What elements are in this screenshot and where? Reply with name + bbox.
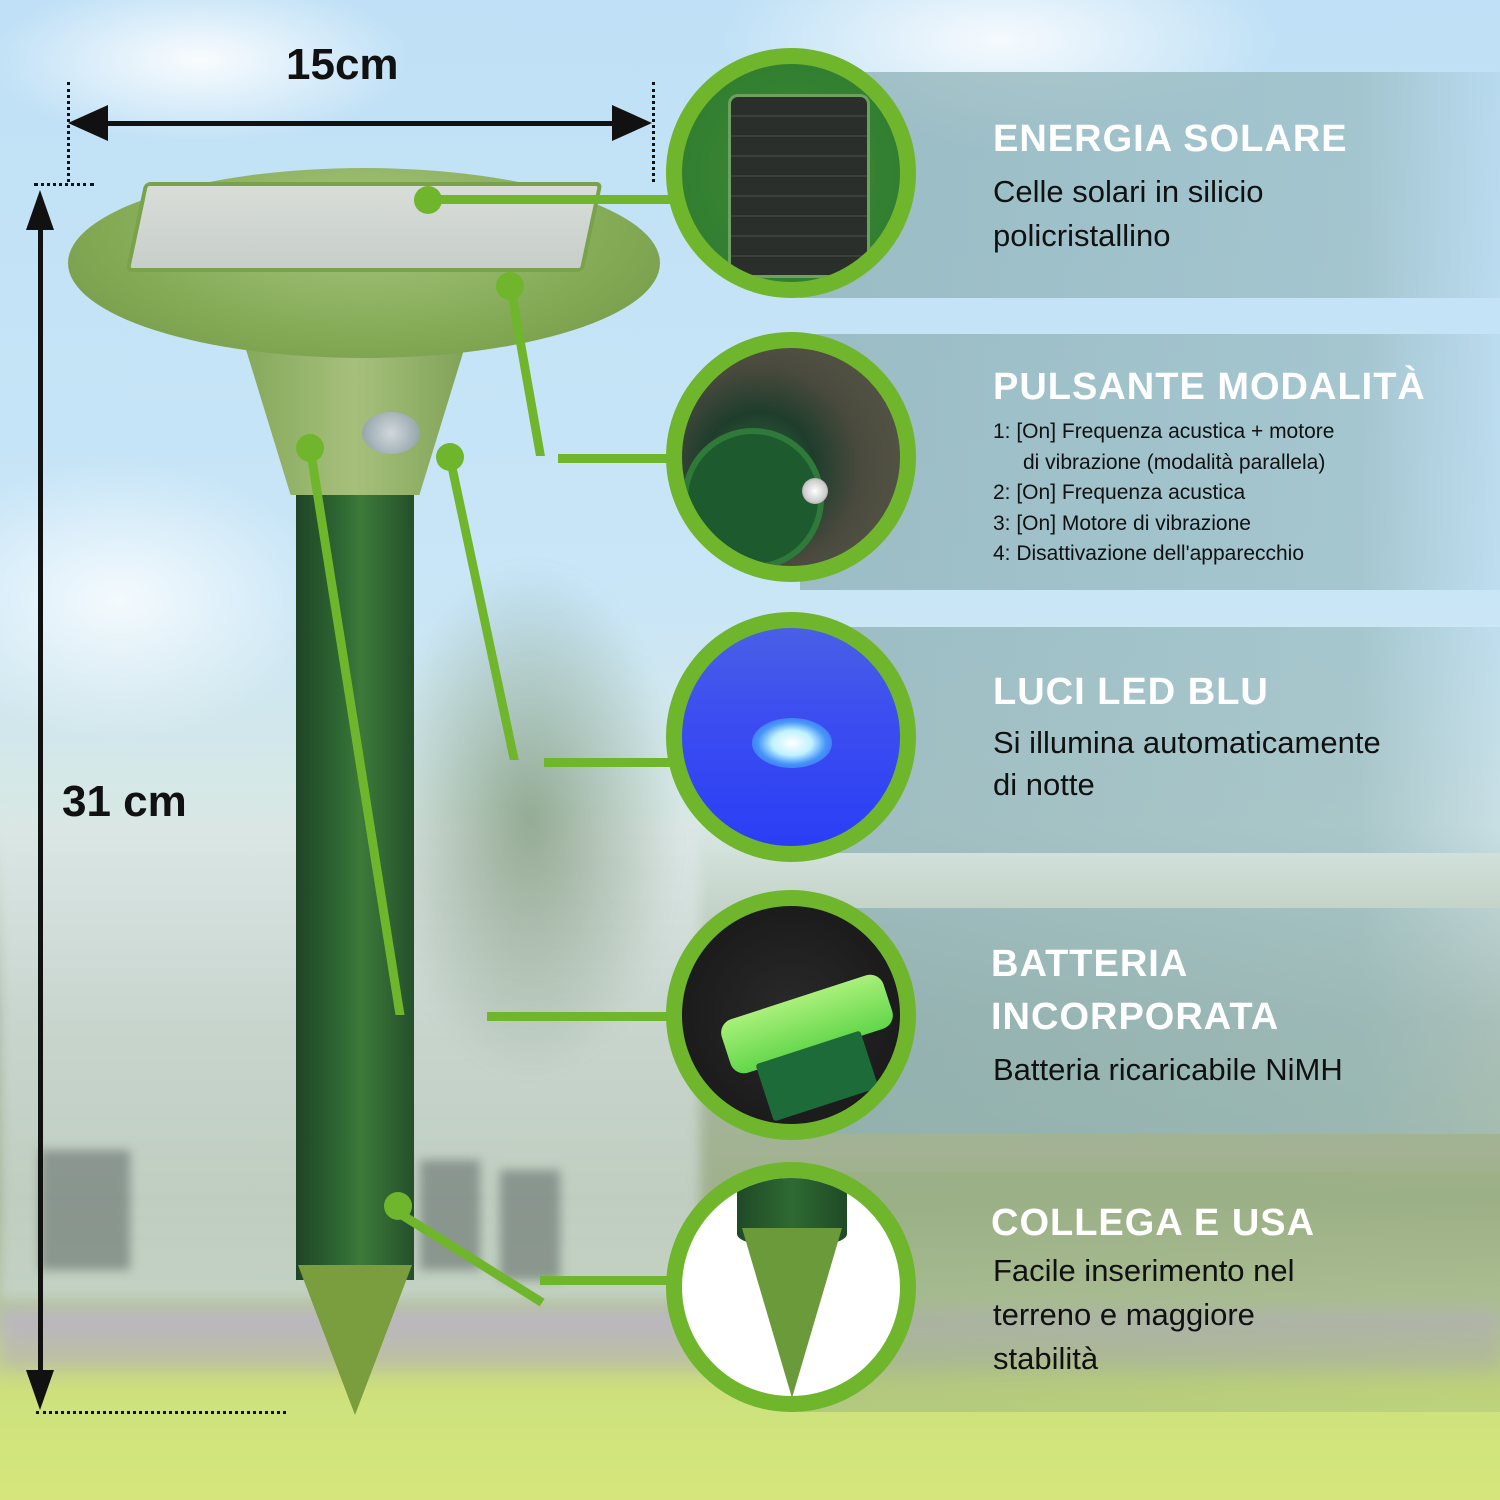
light-sensor [362,412,420,454]
callout-line-battery-h [487,1012,677,1021]
ground-stake-icon [666,1162,916,1412]
led-glow [752,718,832,768]
feature-title-led: LUCI LED BLU [993,671,1269,713]
callout-line-solar [428,195,678,204]
feature-band-mode-button [800,334,1500,590]
feature-desc-battery: Batteria ricaricabile NiMH [993,1052,1343,1087]
stake-tube [296,470,414,1280]
feature-title-mode-button: PULSANTE MODALITÀ [993,366,1426,408]
width-dimension-line [105,121,615,126]
background-window [40,1150,130,1270]
height-dimension-line [38,225,43,1375]
feature-desc-stake-3: stabilità [993,1341,1099,1376]
stake-cone [742,1228,842,1396]
mode-item-2: 2: [On] Frequenza acustica [993,481,1246,504]
height-dimension-label: 31 cm [62,777,187,826]
battery-icon [666,890,916,1140]
button-ring [682,428,824,566]
mode-list: 1: [On] Frequenza acustica + motore di v… [993,417,1334,570]
solar-panel-icon [666,48,916,298]
feature-desc-stake-1: Facile inserimento nel [993,1253,1295,1288]
callout-line-button-h [558,454,678,463]
mode-item-1-cont: di vibrazione (modalità parallela) [1023,450,1326,474]
feature-band-battery [800,908,1500,1134]
feature-desc-solar-1: Celle solari in silicio [993,174,1264,209]
height-guide-top [34,183,94,186]
height-guide-bottom [36,1411,286,1414]
width-dimension-label: 15cm [286,40,399,89]
arrow-down-icon [26,1370,54,1410]
button-indicator [802,478,828,504]
feature-title-battery-1: BATTERIA [991,943,1189,985]
background-window [500,1170,560,1280]
arrow-left-icon [68,105,108,141]
callout-line-stake-h [540,1276,680,1285]
feature-desc-led-1: Si illumina automaticamente [993,725,1381,760]
mode-item-1: 1: [On] Frequenza acustica + motore [993,420,1335,443]
feature-desc-solar-2: policristallino [993,218,1171,253]
background-lawn [0,1400,1500,1500]
solar-cell-grid [728,94,870,278]
feature-title-stake: COLLEGA E USA [991,1202,1316,1244]
feature-desc-stake-2: terreno e maggiore [993,1297,1255,1332]
callout-line-led-h [544,758,678,767]
background-tree [380,560,680,1080]
feature-title-solar: ENERGIA SOLARE [993,118,1348,160]
blue-led-icon [666,612,916,862]
feature-title-battery-2: INCORPORATA [991,996,1280,1038]
feature-desc-led-2: di notte [993,767,1095,802]
arrow-up-icon [26,190,54,230]
arrow-right-icon [612,105,652,141]
mode-item-3: 3: [On] Motore di vibrazione [993,511,1251,535]
feature-band-solar [800,72,1500,298]
width-guide-right [652,82,655,182]
stake-tip [298,1265,412,1415]
mode-button-icon [666,332,916,582]
mode-item-4: 4: Disattivazione dell'apparecchio [993,542,1305,565]
feature-band-led [800,627,1500,853]
feature-band-stake [800,1172,1500,1412]
